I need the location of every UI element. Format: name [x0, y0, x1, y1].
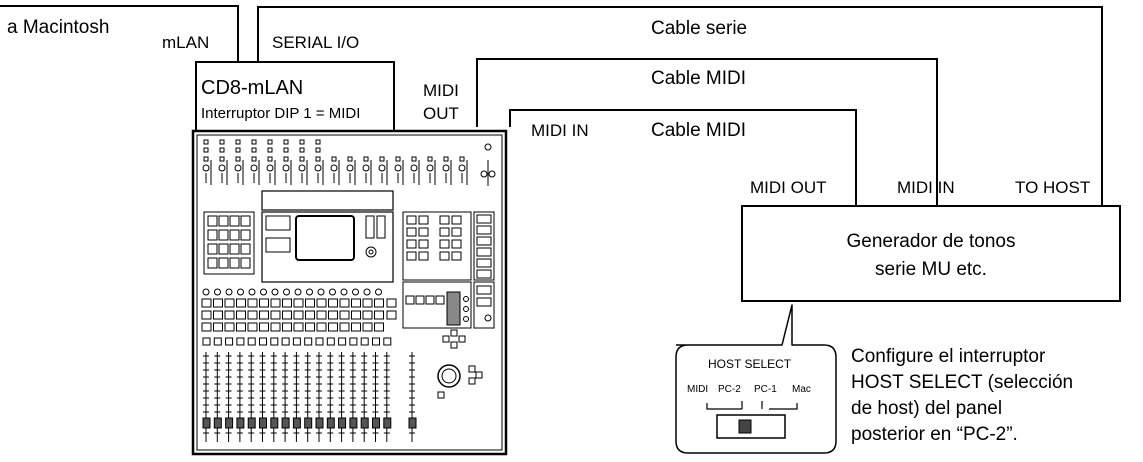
- mlan-cable: [0, 5, 239, 62]
- host-select-midi: MIDI: [687, 384, 709, 395]
- tg-midi-in-label: MIDI IN: [897, 178, 955, 197]
- note-line-3: de host) del panel: [851, 398, 1003, 419]
- tone-generator-line2: serie MU etc.: [875, 259, 987, 280]
- mlan-label: mLAN: [162, 33, 210, 52]
- note-line-1: Configure el interruptor: [851, 346, 1046, 367]
- mac-label: a Macintosh: [7, 17, 110, 38]
- cd8-title: CD8-mLAN: [201, 77, 304, 99]
- cd8-dip-label: Interruptor DIP 1 = MIDI: [201, 105, 361, 122]
- cable-midi-label-1: Cable MIDI: [651, 68, 747, 89]
- host-select-title: HOST SELECT: [708, 357, 792, 371]
- midi-cable-out-to-in: [476, 58, 938, 206]
- serial-io-label: SERIAL I/O: [272, 33, 360, 52]
- host-select-callout: [675, 304, 837, 454]
- midi-in-label-console: MIDI IN: [531, 121, 589, 140]
- serial-cable: [257, 6, 1103, 206]
- cd8-mlan-box: [195, 61, 395, 132]
- note-line-4: posterior en “PC-2”.: [851, 424, 1018, 445]
- note-line-2: HOST SELECT (selección: [851, 372, 1074, 393]
- host-select-pc1: PC-1: [754, 384, 777, 395]
- host-select-switch-knob: [738, 419, 752, 434]
- host-select-mac: Mac: [792, 384, 811, 395]
- tone-generator-box: [741, 205, 1121, 302]
- cable-midi-label-2: Cable MIDI: [651, 120, 747, 141]
- tg-to-host-label: TO HOST: [1015, 178, 1091, 197]
- midi-out-label-bottom: OUT: [423, 104, 459, 123]
- tg-midi-out-label: MIDI OUT: [750, 178, 827, 197]
- midi-out-label-top: MIDI: [423, 81, 459, 100]
- cable-serie-label: Cable serie: [651, 18, 748, 39]
- host-select-switch: [716, 414, 786, 439]
- midi-cable-in-from-out: [509, 109, 857, 206]
- tone-generator-line1: Generador de tonos: [846, 231, 1016, 252]
- host-select-pc2: PC-2: [718, 384, 741, 395]
- mixing-console: [191, 129, 508, 456]
